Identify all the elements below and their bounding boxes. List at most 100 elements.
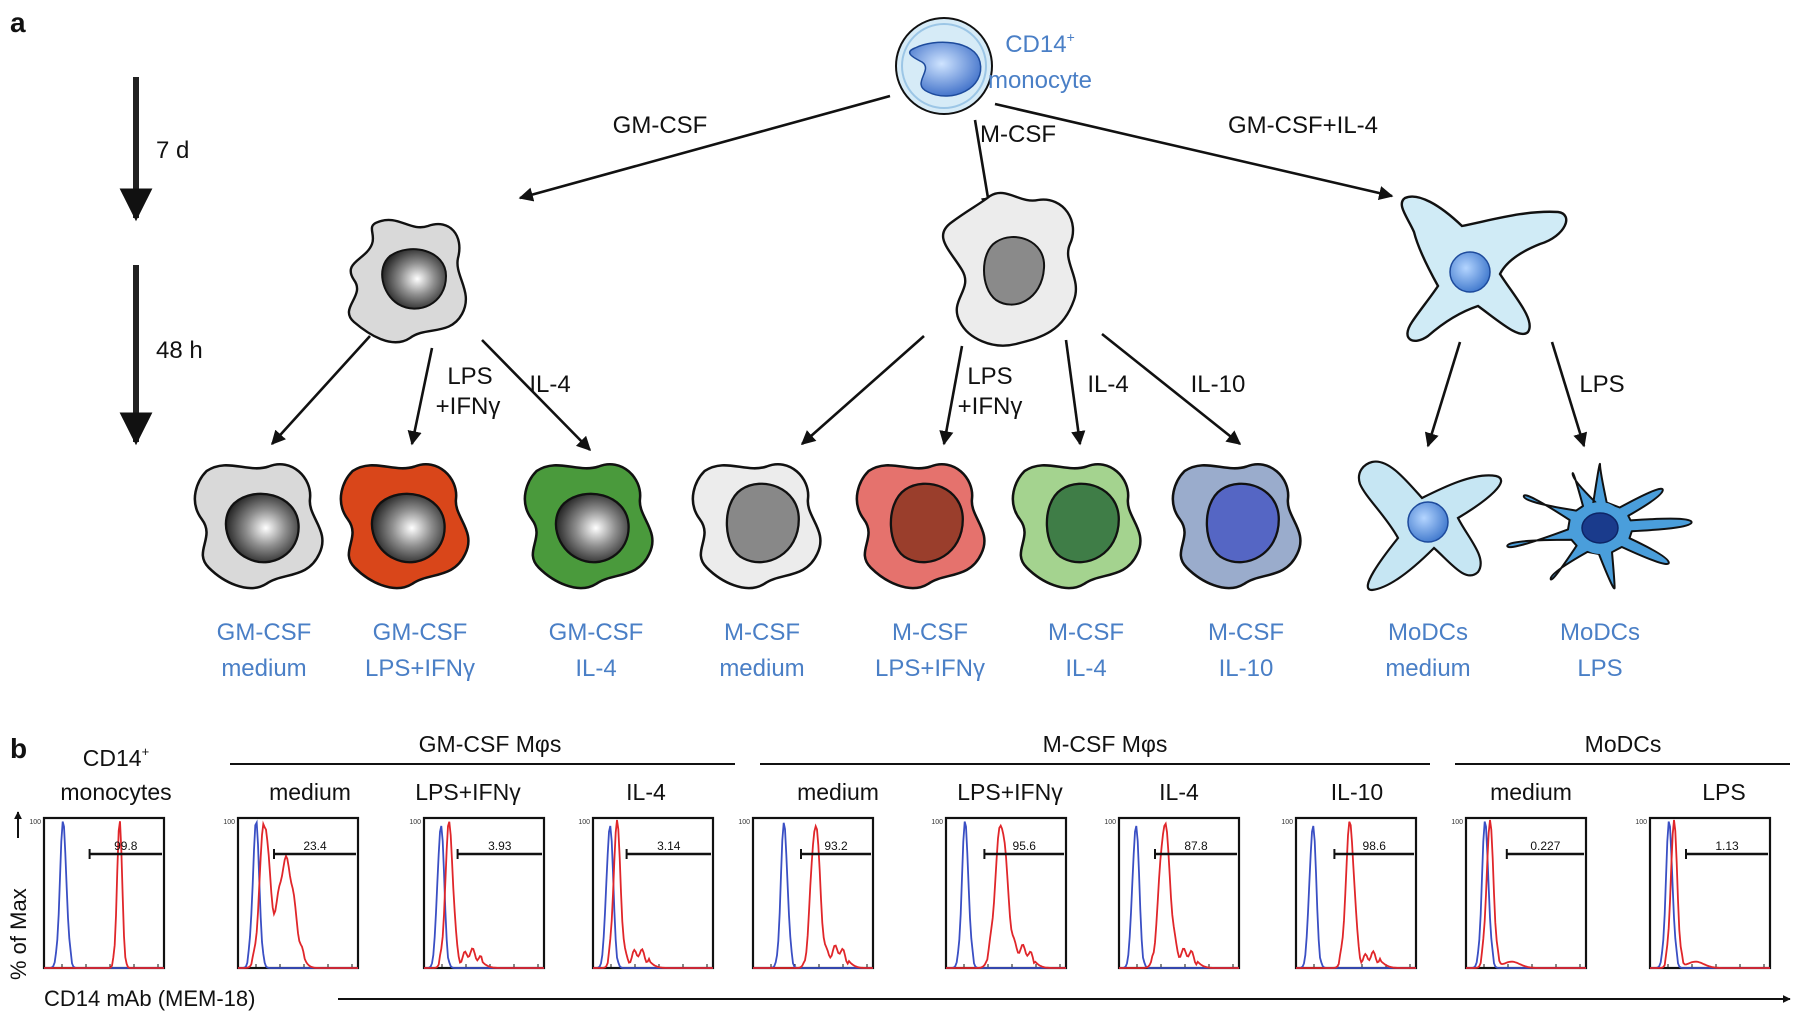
gate-value: 3.14	[657, 839, 681, 853]
y-tick-label: 100	[1104, 819, 1116, 826]
histogram-panels: medium LPS+IFNγ IL-4 medium LPS+IFNγ IL-4 IL-1…	[29, 779, 1772, 970]
condition-label-monocytes: CD14+	[83, 744, 149, 771]
condition-label-monocytes-line2: monocytes	[60, 779, 171, 805]
m-csf-macrophage-cell	[941, 191, 1077, 347]
stained-histogram-curve	[424, 821, 544, 969]
gate-value: 3.93	[488, 839, 512, 853]
cell-label-9-line2: LPS	[1577, 655, 1622, 682]
macrophage-cell-1	[193, 463, 324, 590]
group-header-gm-csf: GM-CSF Mφs	[419, 731, 562, 757]
macrophage-cell-5	[855, 463, 986, 590]
y-tick-label: 100	[1451, 819, 1463, 826]
stained-histogram-curve	[753, 823, 873, 969]
branch-label-gm-csf-il4: GM-CSF+IL-4	[1228, 112, 1378, 139]
condition-label-8: medium	[1490, 779, 1572, 805]
cell-label-1-line2: medium	[221, 655, 306, 682]
dendritic-cell	[1400, 195, 1568, 342]
y-tick-label: 100	[223, 819, 235, 826]
y-tick-label: 100	[1635, 819, 1647, 826]
histogram-panel-9: 100 0.227	[1451, 816, 1588, 970]
y-tick-label: 100	[578, 819, 590, 826]
cell-label-9-line1: MoDCs	[1560, 619, 1640, 646]
gate-value: 1.13	[1715, 839, 1739, 853]
modc-lps-cell	[1506, 462, 1693, 590]
stained-histogram-curve	[1650, 819, 1770, 969]
treatment-label-lps-ifn-gm: LPS	[447, 363, 492, 390]
histogram-frame	[944, 816, 1068, 970]
stained-histogram-curve	[44, 821, 164, 969]
condition-label-3: IL-4	[626, 779, 666, 805]
cell-label-6-line1: M-CSF	[1048, 619, 1124, 646]
condition-label-2: LPS+IFNγ	[415, 779, 521, 805]
modc-medium-cell	[1357, 460, 1503, 592]
gate-value: 99.8	[114, 839, 138, 853]
macrophage-cell-3	[523, 463, 654, 590]
cell-label-7-line1: M-CSF	[1208, 619, 1284, 646]
cell-labels: GM-CSF medium GM-CSF LPS+IFNγ GM-CSF IL-4 M-CS…	[217, 619, 1640, 682]
gate-value: 98.6	[1363, 839, 1387, 853]
treatment-label-il4-m: IL-4	[1087, 371, 1128, 398]
treatment-label-lps-dc: LPS	[1579, 371, 1624, 398]
cell-label-8-line2: medium	[1385, 655, 1470, 682]
macrophage-cell-4	[691, 463, 822, 590]
macrophage-cell-7	[1171, 463, 1302, 590]
gate-value: 0.227	[1530, 839, 1560, 853]
histogram-panel-7: 100 87.8	[1104, 816, 1241, 970]
treatment-label-il4-gm: IL-4	[529, 371, 570, 398]
cell-label-2-line1: GM-CSF	[373, 619, 468, 646]
macrophage-cell-2	[339, 463, 470, 590]
condition-label-1: medium	[269, 779, 351, 805]
gate-value: 87.8	[1184, 839, 1208, 853]
monocyte-cell	[895, 17, 993, 115]
condition-label-7: IL-10	[1331, 779, 1383, 805]
y-tick-label: 100	[738, 819, 750, 826]
stained-histogram-curve	[238, 820, 358, 969]
histogram-panel-4: 100 3.14	[578, 816, 715, 970]
cell-label-7-line2: IL-10	[1219, 655, 1274, 682]
treatment-label-ifn-gm: +IFNγ	[436, 393, 501, 420]
cell-label-1-line1: GM-CSF	[217, 619, 312, 646]
group-header-m-csf: M-CSF Mφs	[1043, 731, 1168, 757]
differentiated-cells-row	[193, 460, 1693, 592]
stained-histogram-curve	[1466, 819, 1586, 969]
histogram-panel-5: 100 93.2	[738, 816, 875, 970]
x-axis-label: CD14 mAb (MEM-18)	[44, 986, 255, 1011]
monocyte-label-line2: monocyte	[988, 67, 1092, 94]
stained-histogram-curve	[593, 819, 713, 969]
histogram-frame	[236, 816, 360, 970]
treatment-label-il10-m: IL-10	[1191, 371, 1246, 398]
timeline-label-7d: 7 d	[156, 137, 189, 164]
y-tick-label: 100	[409, 819, 421, 826]
condition-label-6: IL-4	[1159, 779, 1199, 805]
cell-label-3-line1: GM-CSF	[549, 619, 644, 646]
cell-label-5-line2: LPS+IFNγ	[875, 655, 985, 682]
cell-label-3-line2: IL-4	[575, 655, 616, 682]
monocyte-label: CD14+	[1005, 29, 1075, 58]
histogram-panel-1: 100 99.8	[29, 816, 166, 970]
histogram-panel-10: 100 1.13	[1635, 816, 1772, 970]
panel-b-label: b	[10, 733, 27, 764]
panel-a-label: a	[10, 7, 26, 38]
macrophage-cell-6	[1011, 463, 1142, 590]
cell-label-4-line2: medium	[719, 655, 804, 682]
y-axis-label: % of Max	[6, 888, 31, 980]
stained-histogram-curve	[946, 823, 1066, 969]
cell-label-6-line2: IL-4	[1065, 655, 1106, 682]
stimulation-arrows	[271, 332, 1588, 452]
gate-value: 93.2	[824, 839, 848, 853]
histogram-panel-3: 100 3.93	[409, 816, 546, 970]
condition-label-9: LPS	[1702, 779, 1745, 805]
y-tick-label: 100	[29, 819, 41, 826]
stained-histogram-curve	[1119, 821, 1239, 969]
stained-histogram-curve	[1296, 821, 1416, 969]
branch-label-m-csf: M-CSF	[980, 121, 1056, 148]
y-tick-label: 100	[931, 819, 943, 826]
group-headers: GM-CSF Mφs M-CSF Mφs MoDCs	[230, 731, 1790, 765]
gm-csf-macrophage-cell	[347, 218, 468, 344]
cell-label-4-line1: M-CSF	[724, 619, 800, 646]
condition-label-5: LPS+IFNγ	[957, 779, 1063, 805]
